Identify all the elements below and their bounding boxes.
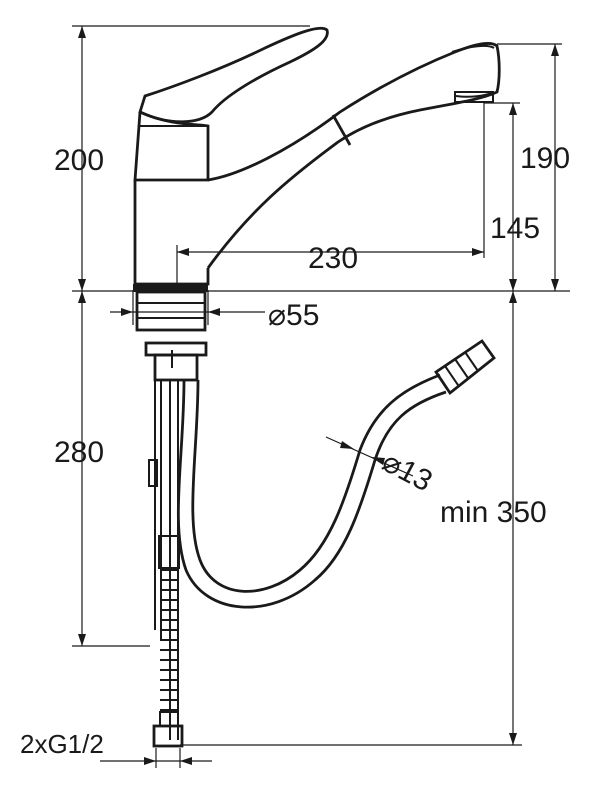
dimension-lines	[72, 25, 570, 768]
total-height-label: 200	[54, 144, 104, 177]
hose-diameter-label: ⌀13	[377, 445, 438, 498]
reach-label: 230	[308, 242, 358, 275]
base-diameter-label: ⌀55	[268, 299, 319, 332]
dimension-labels: 200 190 145 230 ⌀55 ⌀13 280 min 350 2xG1…	[20, 142, 570, 759]
outlet-height-label: 145	[490, 212, 540, 245]
connection-label: 2xG1/2	[20, 729, 104, 759]
below-counter-label: 280	[54, 436, 104, 469]
spout-height-label: 190	[520, 142, 570, 175]
faucet-body	[133, 26, 501, 292]
hose-min-length-label: min 350	[440, 496, 547, 529]
mounting-assembly	[135, 290, 208, 382]
supply-hoses	[148, 380, 184, 748]
pullout-hose	[176, 339, 496, 609]
